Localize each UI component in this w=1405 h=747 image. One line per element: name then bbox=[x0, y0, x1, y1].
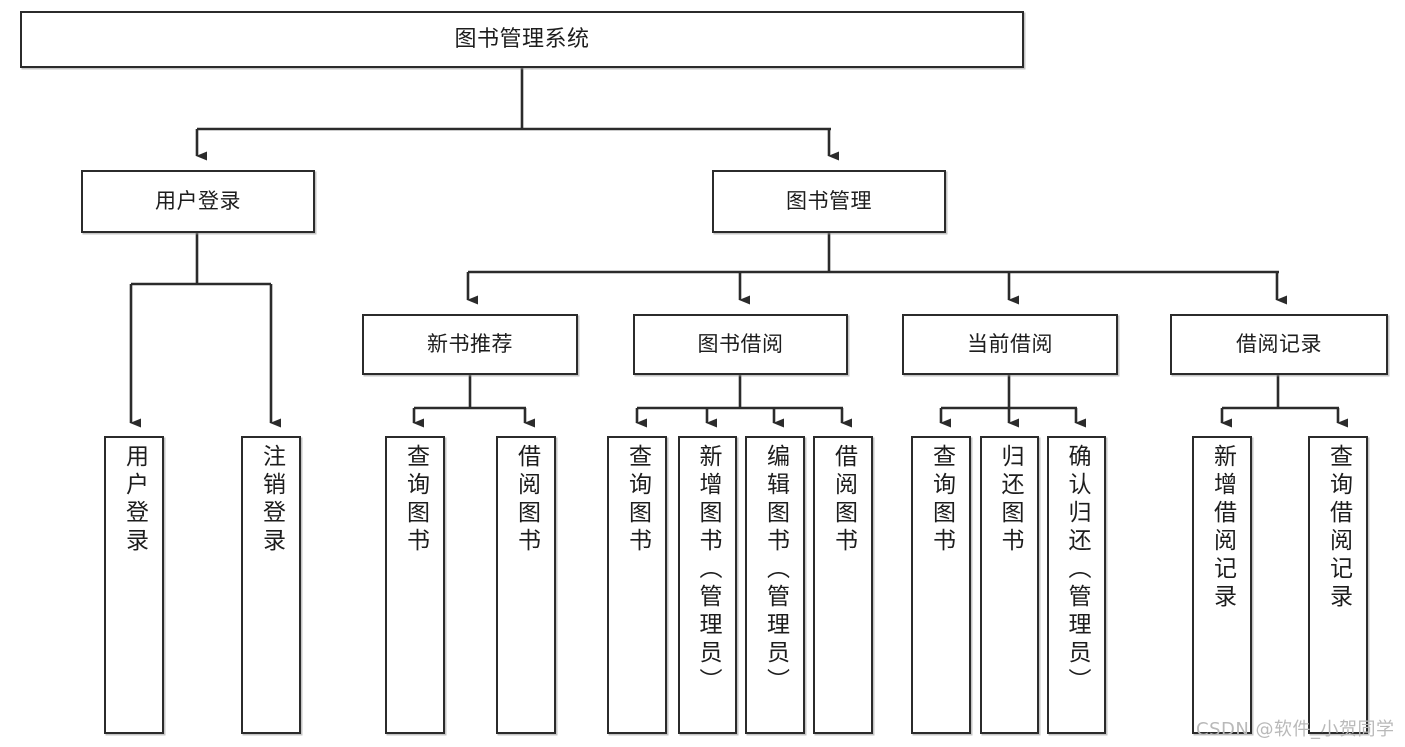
node-user-login[interactable]: 用户登录 bbox=[81, 170, 315, 233]
node-label: 编辑图书（管理员） bbox=[762, 444, 789, 696]
leaf-logout[interactable]: 注销登录 bbox=[241, 436, 301, 734]
node-label: 图书借阅 bbox=[697, 332, 784, 357]
node-label: 查询图书 bbox=[928, 444, 955, 556]
node-label: 新书推荐 bbox=[427, 332, 513, 357]
node-label: 用户登录 bbox=[121, 444, 148, 556]
node-label: 借阅图书 bbox=[513, 444, 540, 556]
node-label: 借阅图书 bbox=[830, 444, 857, 556]
node-label: 确认归还（管理员） bbox=[1064, 444, 1090, 696]
node-label: 图书管理系统 bbox=[454, 26, 590, 52]
leaf-edit-book[interactable]: 编辑图书（管理员） bbox=[745, 436, 805, 734]
node-label: 新增图书（管理员） bbox=[695, 444, 721, 696]
leaf-borrow-book-recommend[interactable]: 借阅图书 bbox=[496, 436, 556, 734]
node-book-manage[interactable]: 图书管理 bbox=[712, 170, 946, 233]
node-current-borrow[interactable]: 当前借阅 bbox=[902, 314, 1118, 375]
leaf-confirm-return[interactable]: 确认归还（管理员） bbox=[1047, 436, 1106, 734]
leaf-query-borrow-record[interactable]: 查询借阅记录 bbox=[1308, 436, 1368, 734]
node-label: 新增借阅记录 bbox=[1209, 444, 1236, 612]
node-borrow-record[interactable]: 借阅记录 bbox=[1170, 314, 1388, 375]
node-label: 注销登录 bbox=[258, 444, 285, 556]
node-new-book-recommend[interactable]: 新书推荐 bbox=[362, 314, 578, 375]
node-root[interactable]: 图书管理系统 bbox=[20, 11, 1024, 68]
node-label: 归还图书 bbox=[997, 444, 1023, 556]
node-label: 查询图书 bbox=[402, 444, 429, 556]
node-label: 用户登录 bbox=[155, 189, 241, 214]
leaf-return-book[interactable]: 归还图书 bbox=[980, 436, 1039, 734]
watermark: CSDN @软件_小贺同学 bbox=[1196, 719, 1395, 740]
leaf-add-book[interactable]: 新增图书（管理员） bbox=[678, 436, 737, 734]
leaf-borrow-book[interactable]: 借阅图书 bbox=[813, 436, 873, 734]
leaf-user-login[interactable]: 用户登录 bbox=[104, 436, 164, 734]
node-label: 查询图书 bbox=[624, 444, 651, 556]
leaf-add-borrow-record[interactable]: 新增借阅记录 bbox=[1192, 436, 1252, 734]
leaf-query-book-recommend[interactable]: 查询图书 bbox=[385, 436, 445, 734]
leaf-query-book-current[interactable]: 查询图书 bbox=[911, 436, 971, 734]
leaf-query-book-borrow[interactable]: 查询图书 bbox=[607, 436, 667, 734]
node-label: 图书管理 bbox=[786, 189, 872, 214]
node-label: 当前借阅 bbox=[967, 332, 1053, 357]
node-label: 借阅记录 bbox=[1236, 332, 1322, 357]
node-book-borrow[interactable]: 图书借阅 bbox=[633, 314, 848, 375]
node-label: 查询借阅记录 bbox=[1325, 444, 1352, 612]
